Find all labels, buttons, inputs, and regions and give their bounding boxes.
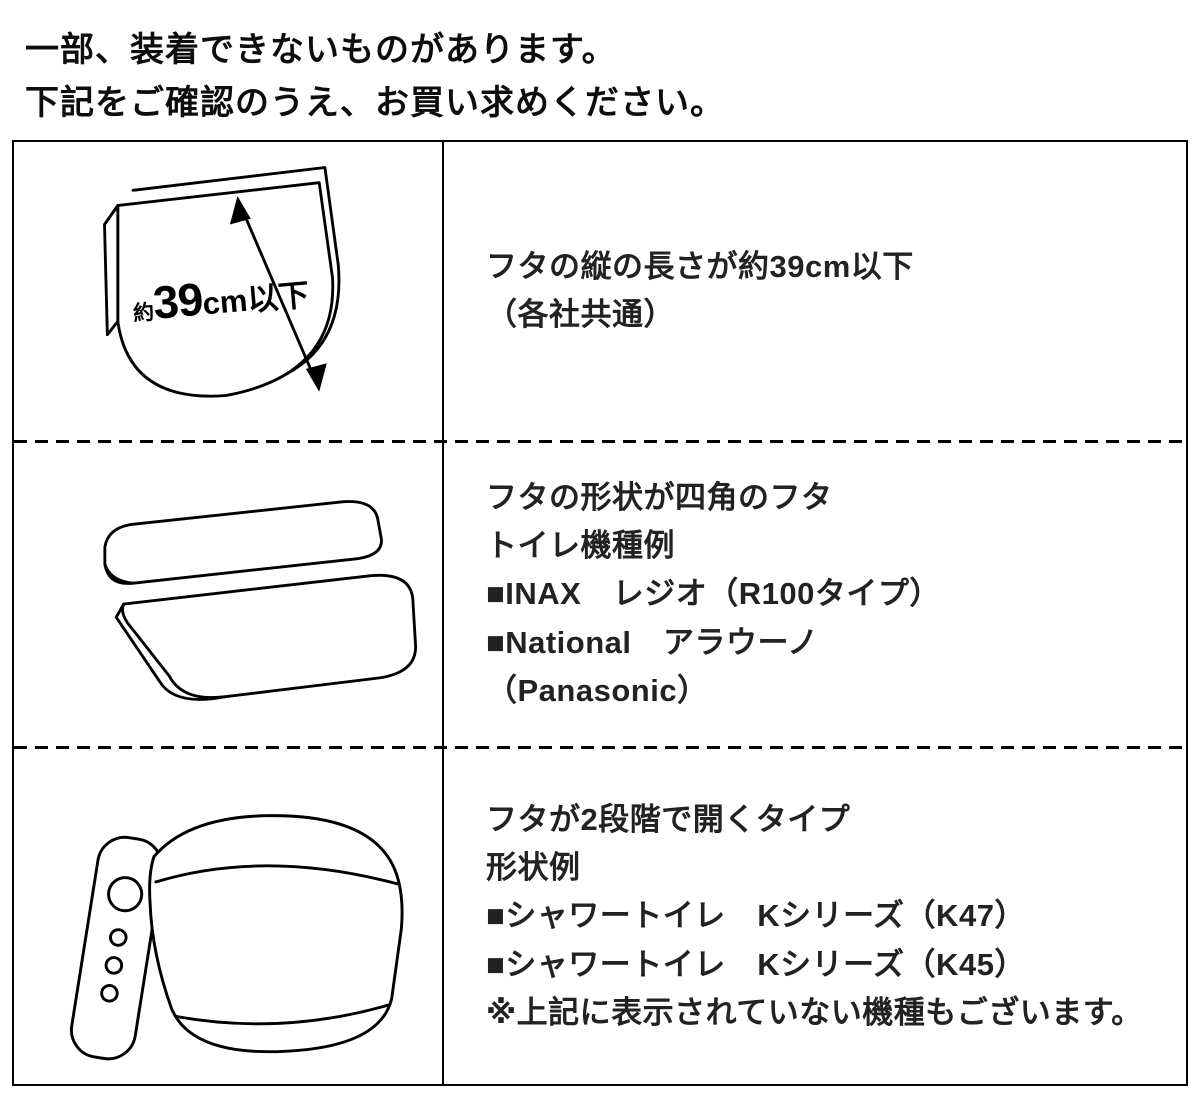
square-lid-description: フタの形状が四角のフタ トイレ機種例 ■INAX レジオ（R100タイプ） ■N…: [444, 443, 1186, 746]
text-line: フタが2段階で開くタイプ: [486, 802, 851, 838]
text-line: ■シャワートイレ Kシリーズ（K47）: [486, 898, 1026, 934]
page-header: 一部、装着できないものがあります。 下記をご確認のうえ、お買い求めください。: [25, 24, 725, 130]
lid-length-illustration: 約39cm以下: [14, 142, 444, 440]
text-line: フタの縦の長さが約39cm以下: [486, 248, 914, 284]
measurement-prefix: 約: [132, 300, 156, 326]
text-line: ■INAX レジオ（R100タイプ）: [486, 576, 941, 612]
text-line: トイレ機種例: [486, 528, 675, 564]
row-divider: [14, 440, 1186, 443]
compatibility-table: 約39cm以下 フタの縦の長さが約39cm以下 （各社共通）: [12, 140, 1188, 1086]
table-row-two-stage-lid: フタが2段階で開くタイプ 形状例 ■シャワートイレ Kシリーズ（K47） ■シャ…: [14, 749, 1186, 1084]
text-line: ■National アラウーノ: [486, 624, 819, 660]
table-row-lid-length: 約39cm以下 フタの縦の長さが約39cm以下 （各社共通）: [14, 142, 1186, 440]
text-line: 形状例: [486, 850, 581, 886]
lid-length-description: フタの縦の長さが約39cm以下 （各社共通）: [444, 142, 1186, 440]
two-stage-lid-description: フタが2段階で開くタイプ 形状例 ■シャワートイレ Kシリーズ（K47） ■シャ…: [444, 749, 1186, 1084]
header-line-1: 一部、装着できないものがあります。: [25, 31, 617, 69]
two-stage-lid-illustration: [14, 749, 444, 1084]
row-divider: [14, 746, 1186, 749]
text-line: ■シャワートイレ Kシリーズ（K45）: [486, 946, 1026, 982]
text-line: ※上記に表示されていない機種もございます。: [486, 994, 1143, 1030]
table-row-square-lid: フタの形状が四角のフタ トイレ機種例 ■INAX レジオ（R100タイプ） ■N…: [14, 443, 1186, 746]
toilet-lid-drawing: [103, 166, 341, 398]
square-lid-illustration: [14, 443, 444, 746]
text-line: （各社共通）: [486, 297, 675, 332]
two-stage-lid-drawing: [69, 813, 404, 1060]
header-line-2: 下記をご確認のうえ、お買い求めください。: [25, 84, 725, 123]
measurement-suffix: cm以下: [201, 277, 311, 322]
square-lid-drawing: [103, 499, 418, 701]
text-line: フタの形状が四角のフタ: [486, 480, 833, 516]
text-line: （Panasonic）: [486, 672, 709, 708]
measurement-value: 39: [150, 272, 205, 329]
